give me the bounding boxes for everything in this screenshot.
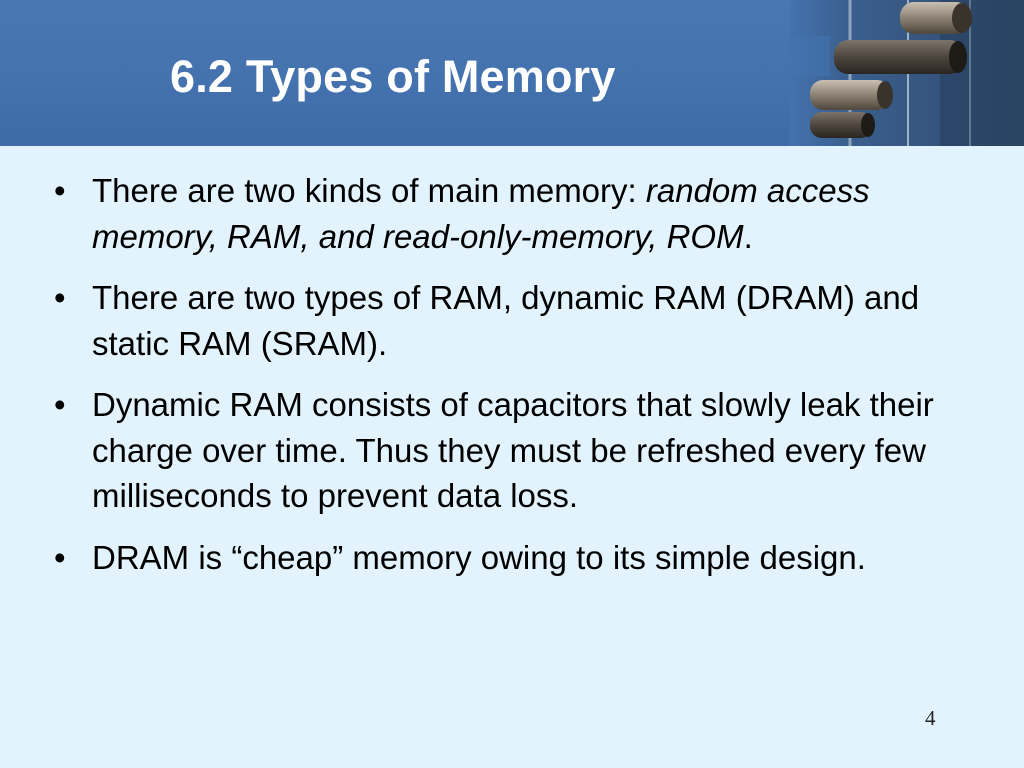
bullet-icon: • [54, 279, 66, 316]
slide-header: 6.2 Types of Memory [0, 0, 1024, 146]
bullet-list: • There are two kinds of main memory: ra… [54, 168, 974, 596]
bullet-text: DRAM is “cheap” memory owing to its simp… [92, 538, 866, 576]
bullet-text: There are two kinds of main memory: [92, 172, 646, 209]
bullet-text-end: . [743, 217, 753, 255]
page-number: 4 [925, 706, 936, 730]
bullet-icon: • [54, 386, 66, 423]
slide-title: 6.2 Types of Memory [170, 51, 616, 102]
bullet-item-main-memory: • There are two kinds of main memory: ra… [54, 168, 974, 259]
bullet-icon: • [54, 172, 66, 209]
bullet-item-dram-cheap: • DRAM is “cheap” memory owing to its si… [54, 535, 974, 581]
bullet-item-dynamic-ram: • Dynamic RAM consists of capacitors tha… [54, 382, 974, 519]
header-photo-icon [790, 0, 1024, 146]
bullet-emphasis: random access memory, RAM, and read-only… [92, 172, 870, 255]
bullet-text: Dynamic RAM consists of capacitors that … [92, 386, 934, 514]
bullet-item-ram-types: • There are two types of RAM, dynamic RA… [54, 275, 974, 366]
bullet-icon: • [54, 538, 66, 576]
bullet-text: There are two types of RAM, dynamic RAM … [92, 279, 920, 362]
